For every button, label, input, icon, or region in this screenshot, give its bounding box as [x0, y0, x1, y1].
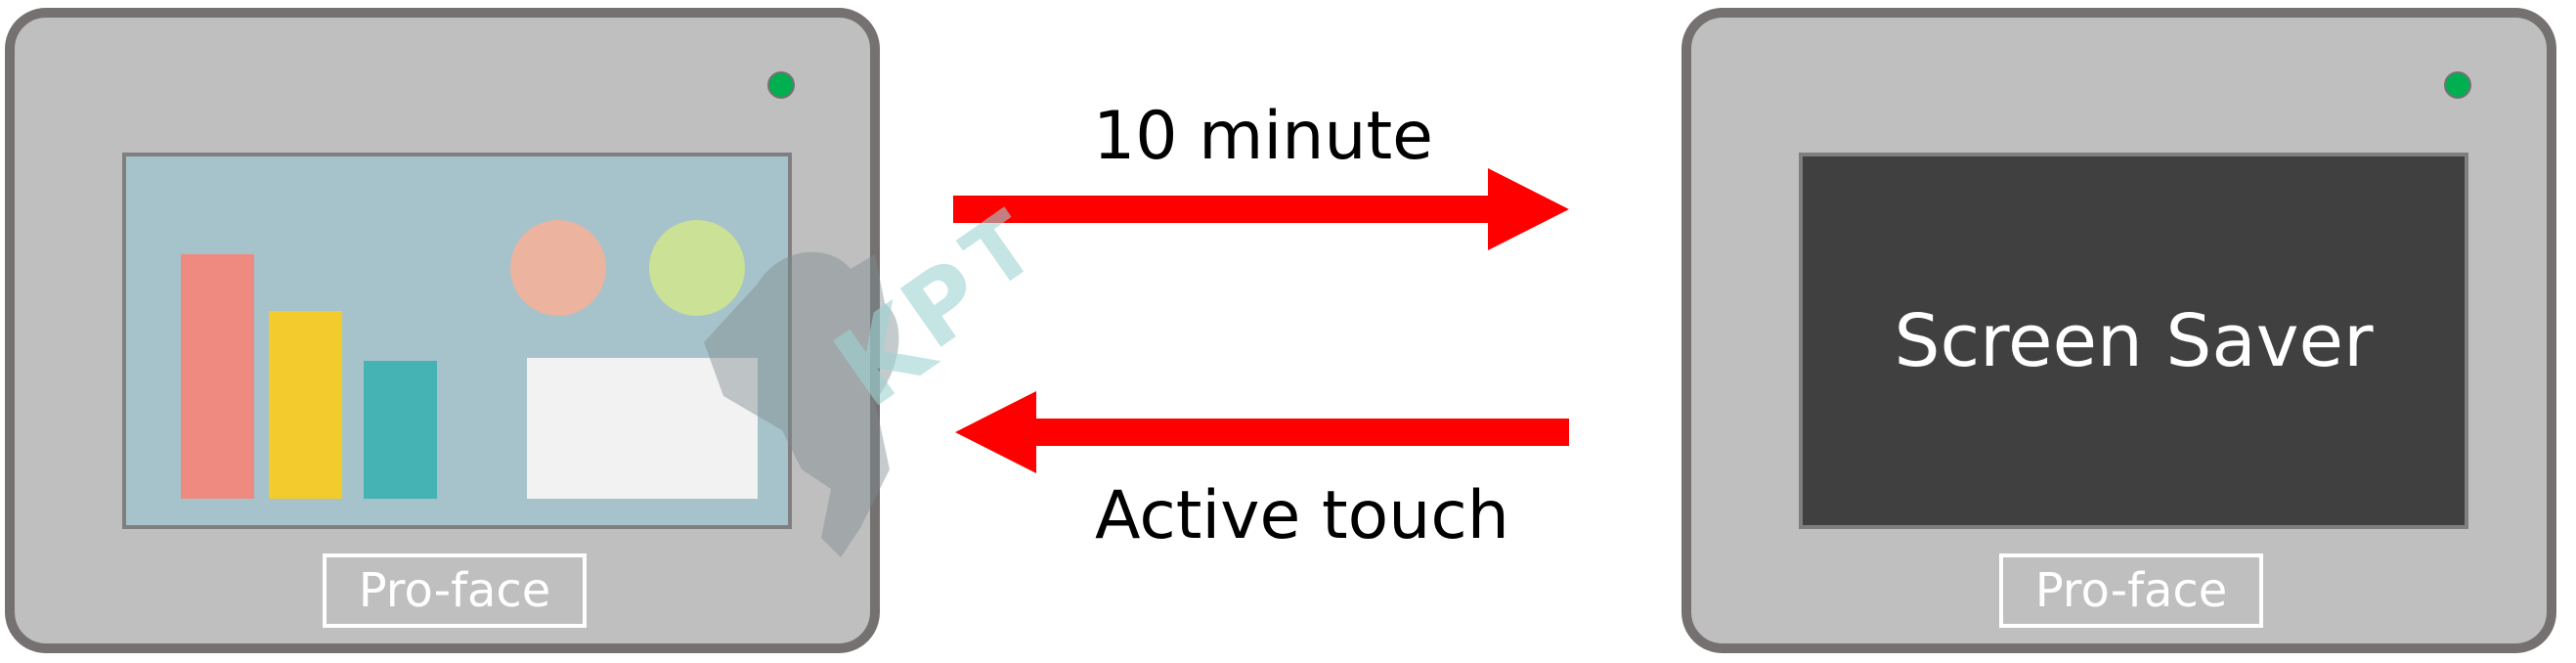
- power-led-icon: [767, 71, 795, 99]
- circle-salmon: [510, 220, 606, 316]
- bar-teal: [364, 361, 437, 499]
- screen-content-illustration: [181, 220, 758, 499]
- arrow-left-icon: [955, 391, 1569, 473]
- screensaver-text: Screen Saver: [1894, 298, 2374, 383]
- circle-lime: [649, 220, 745, 316]
- hmi-panel-active: Pro-face: [5, 8, 880, 653]
- timeout-label: 10 minute: [1093, 98, 1433, 175]
- KPT-watermark-icon: K P T: [704, 193, 1054, 557]
- power-led-icon: [2444, 71, 2471, 99]
- bar-red: [181, 254, 254, 499]
- content-card: [527, 358, 758, 499]
- hmi-panel-screensaver: Screen Saver Pro-face: [1681, 8, 2556, 653]
- screensaver-screen: Screen Saver: [1799, 153, 2468, 529]
- brand-label: Pro-face: [1999, 553, 2263, 628]
- bar-yellow: [269, 311, 342, 499]
- wake-label: Active touch: [1095, 477, 1509, 554]
- active-screen: [122, 153, 792, 529]
- brand-label: Pro-face: [323, 553, 587, 628]
- arrow-right-icon: [953, 168, 1569, 250]
